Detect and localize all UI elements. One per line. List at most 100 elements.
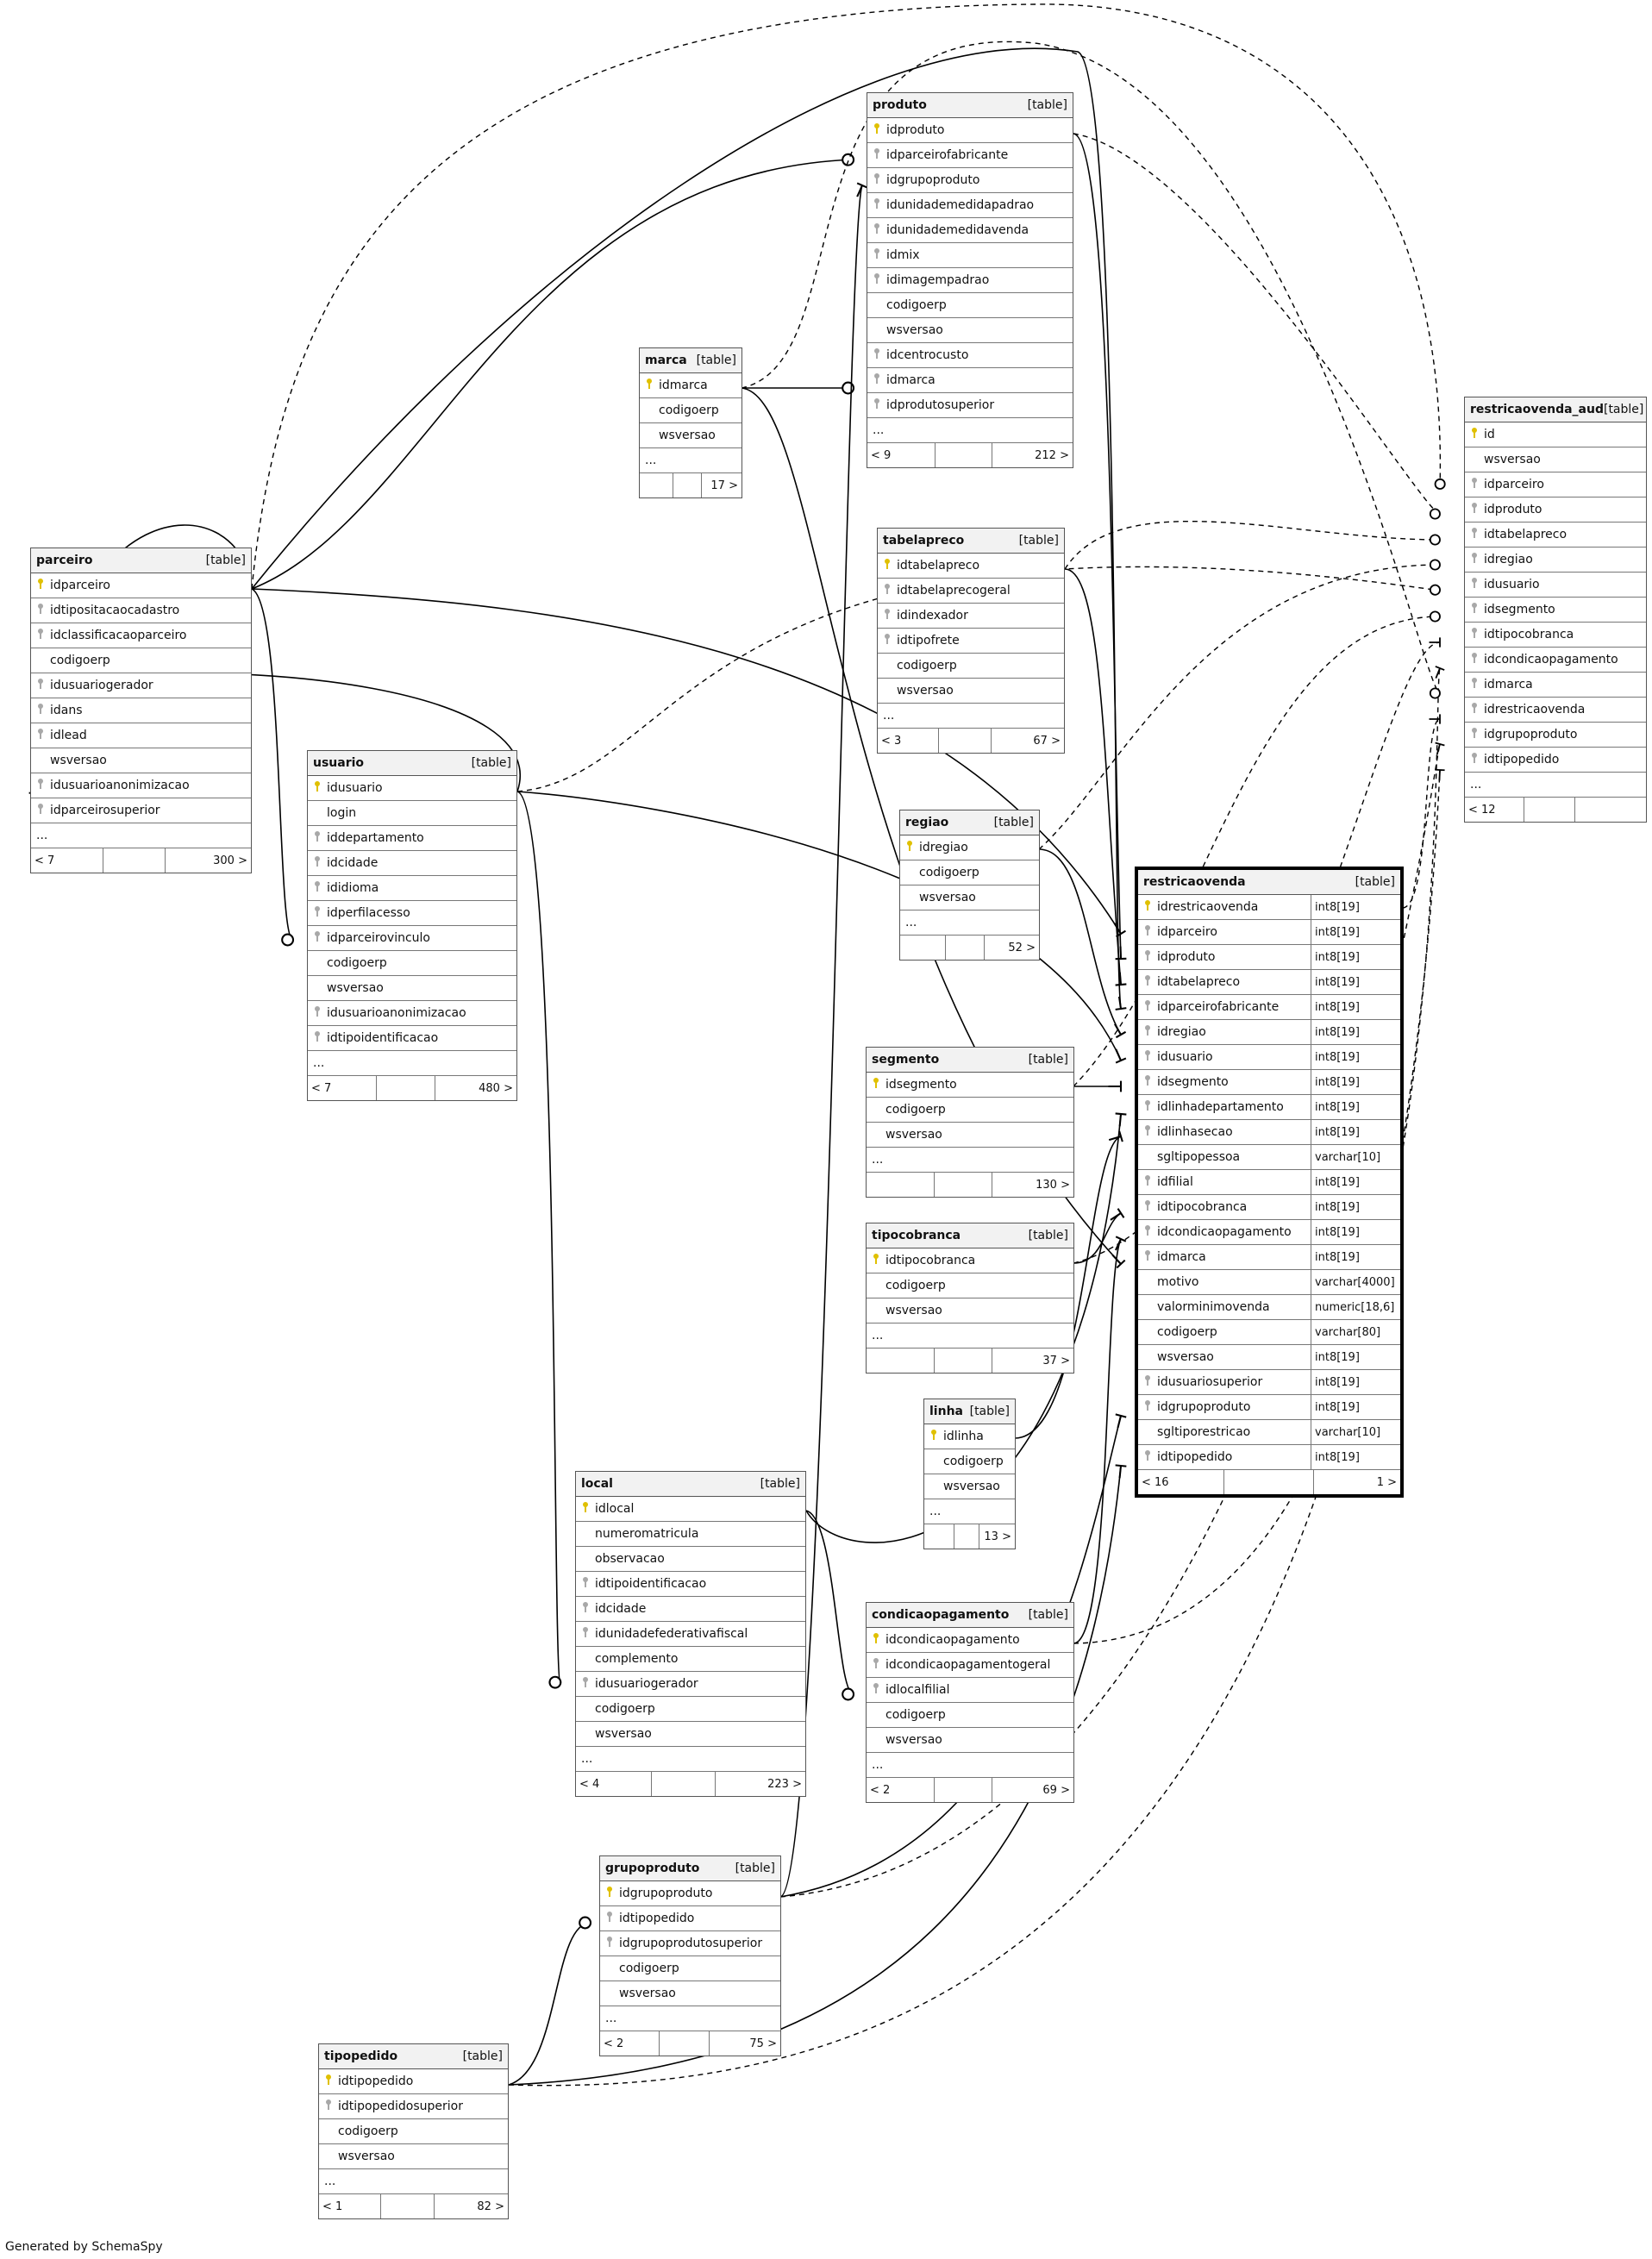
parent-count[interactable]: < 9 <box>867 443 936 467</box>
more-columns-row[interactable]: ... <box>319 2169 508 2194</box>
column-row[interactable]: idparceirovinculo <box>308 926 516 951</box>
parent-count[interactable]: < 7 <box>308 1076 377 1100</box>
column-row[interactable]: wsversao <box>308 976 516 1001</box>
row-count[interactable]: 1 > <box>1376 1475 1397 1489</box>
row-count[interactable]: 82 > <box>477 2200 504 2213</box>
column-row[interactable]: codigoerp <box>867 293 1073 318</box>
parent-count[interactable]: < 1 <box>319 2194 382 2218</box>
column-row[interactable]: codigoerp <box>308 951 516 976</box>
column-row[interactable]: idusuarioanonimizacao <box>31 773 251 798</box>
column-row[interactable]: idmarca <box>867 368 1073 393</box>
column-row[interactable]: idusuariogerador <box>576 1672 805 1697</box>
column-row[interactable]: idcondicaopagamento <box>1465 648 1646 673</box>
column-row[interactable]: idparceirofabricante <box>867 143 1073 168</box>
column-row[interactable]: idmarca <box>640 373 742 398</box>
column-row[interactable]: idtipofrete <box>878 629 1064 654</box>
column-row[interactable]: idlead <box>31 723 251 748</box>
column-row[interactable]: id <box>1465 422 1646 447</box>
column-row[interactable]: wsversao <box>867 1728 1073 1753</box>
column-row[interactable]: observacao <box>576 1547 805 1572</box>
column-row[interactable]: idgrupoproduto <box>867 168 1073 193</box>
column-row[interactable]: idsegmento <box>867 1073 1073 1098</box>
row-count[interactable] <box>1575 798 1646 822</box>
column-row[interactable]: idprodutosuperior <box>867 393 1073 418</box>
more-columns-row[interactable]: ... <box>600 2006 780 2031</box>
more-columns-row[interactable]: ... <box>867 418 1073 443</box>
column-row[interactable]: idusuario <box>308 776 516 801</box>
column-row[interactable]: ididioma <box>308 876 516 901</box>
column-row[interactable]: idlocalfilial <box>867 1678 1073 1703</box>
column-row[interactable]: idtipositacaocadastro <box>31 598 251 623</box>
column-row[interactable]: idproduto <box>1465 497 1646 523</box>
column-row[interactable]: idgrupoprodutosuperior <box>600 1931 780 1956</box>
column-row[interactable]: idgrupoproduto <box>600 1881 780 1906</box>
column-row[interactable]: idtipoidentificacao <box>308 1026 516 1051</box>
column-row[interactable]: idtipocobranca <box>1465 623 1646 648</box>
column-row[interactable]: idtabelapreco <box>1465 523 1646 548</box>
more-columns-row[interactable]: ... <box>308 1051 516 1076</box>
column-row[interactable]: idtipoidentificacao <box>576 1572 805 1597</box>
column-row[interactable]: codigoerp <box>924 1449 1015 1474</box>
column-row[interactable]: wsversao <box>867 1298 1073 1323</box>
row-count[interactable]: 37 > <box>1042 1354 1070 1367</box>
column-row[interactable]: codigoerp <box>867 1098 1073 1123</box>
row-count[interactable]: 223 > <box>767 1777 802 1791</box>
row-count[interactable]: 300 > <box>213 854 247 867</box>
column-row[interactable]: codigoerp <box>576 1697 805 1722</box>
more-columns-row[interactable]: ... <box>900 910 1039 936</box>
column-row[interactable]: wsversao <box>600 1981 780 2006</box>
parent-count[interactable]: < 3 <box>878 729 940 753</box>
more-columns-row[interactable]: ... <box>1465 773 1646 798</box>
column-row[interactable]: wsversao <box>640 423 742 448</box>
column-row[interactable]: idusuariogerador <box>31 673 251 698</box>
column-row[interactable]: idperfilacesso <box>308 901 516 926</box>
parent-count[interactable]: < 12 <box>1465 798 1525 822</box>
column-row[interactable]: idparceirosuperior <box>31 798 251 823</box>
column-row[interactable]: idtabelaprecogeral <box>878 579 1064 604</box>
column-row[interactable]: codigoerp <box>600 1956 780 1981</box>
column-row[interactable]: idcidade <box>576 1597 805 1622</box>
column-row[interactable]: idrestricaovenda <box>1465 698 1646 723</box>
column-row[interactable]: idproduto <box>867 118 1073 143</box>
column-row[interactable]: idlinha <box>924 1424 1015 1449</box>
column-row[interactable]: iddepartamento <box>308 826 516 851</box>
column-row[interactable]: idtipopedido <box>319 2069 508 2094</box>
column-row[interactable]: idtipopedido <box>600 1906 780 1931</box>
more-columns-row[interactable]: ... <box>867 1148 1073 1173</box>
column-row[interactable]: idparceiro <box>1465 472 1646 497</box>
column-row[interactable]: codigoerp <box>878 654 1064 679</box>
column-row[interactable]: codigoerp <box>867 1703 1073 1728</box>
parent-count[interactable] <box>900 936 947 960</box>
column-row[interactable]: idmix <box>867 243 1073 268</box>
row-count[interactable]: 13 > <box>984 1530 1011 1543</box>
more-columns-row[interactable]: ... <box>924 1499 1015 1524</box>
row-count[interactable]: 67 > <box>1033 734 1061 748</box>
column-row[interactable]: wsversao <box>576 1722 805 1747</box>
more-columns-row[interactable]: ... <box>867 1753 1073 1778</box>
parent-count[interactable]: < 2 <box>600 2031 660 2056</box>
more-columns-row[interactable]: ... <box>878 704 1064 729</box>
